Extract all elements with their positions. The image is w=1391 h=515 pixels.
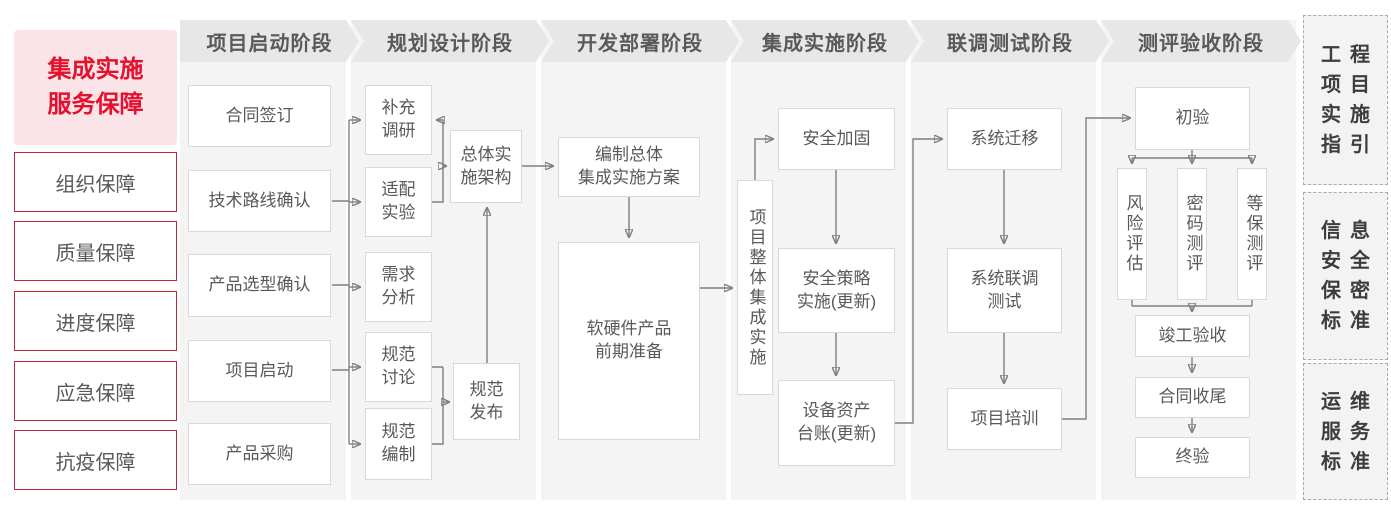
phase-header-testing: 联调测试阶段 (911, 20, 1109, 62)
standard-line: 保密 (1321, 280, 1379, 302)
standard-box-project-guide: 工程 项目 实施 指引 (1303, 15, 1388, 185)
standard-line: 服务 (1321, 420, 1379, 443)
sidebar-item-schedule: 进度保障 (14, 291, 177, 351)
flow-box-spec-release: 规范 发布 (453, 363, 520, 440)
standard-line: 安全 (1321, 250, 1379, 272)
sidebar-item-epidemic: 抗疫保障 (14, 430, 177, 490)
flow-box-spec-discussion: 规范 讨论 (365, 332, 432, 402)
flow-box-product-selection-confirm: 产品选型确认 (188, 254, 331, 317)
flow-box-final-acceptance: 终验 (1135, 437, 1250, 478)
flow-box-product-procurement: 产品采购 (188, 423, 331, 485)
flow-box-classified-protection-evaluation: 等保测评 (1237, 168, 1267, 300)
flow-box-supplementary-research: 补充 调研 (365, 85, 432, 155)
standard-line: 标准 (1321, 450, 1379, 473)
standard-line: 运维 (1321, 390, 1379, 413)
flow-box-system-joint-debugging: 系统联调 测试 (947, 248, 1062, 333)
flow-box-adaptation-test: 适配 实验 (365, 167, 432, 237)
phase-header-startup: 项目启动阶段 (180, 20, 359, 62)
phase-header-integration: 集成实施阶段 (731, 20, 919, 62)
flow-box-asset-ledger-update: 设备资产 台账(更新) (778, 380, 895, 466)
sidebar-item-emergency: 应急保障 (14, 361, 177, 421)
flow-box-crypto-evaluation: 密码测评 (1177, 168, 1207, 300)
flow-box-risk-assessment: 风险评估 (1117, 168, 1147, 300)
standard-box-security-confidentiality: 信息 安全 保密 标准 (1303, 192, 1388, 360)
standard-line: 标准 (1321, 310, 1379, 332)
flow-box-security-hardening: 安全加固 (778, 108, 895, 170)
flow-box-project-kickoff: 项目启动 (188, 340, 331, 402)
flow-box-overall-implementation-architecture: 总体实 施架构 (450, 130, 522, 203)
diagram-title-badge: 集成实施 服务保障 (14, 30, 177, 145)
sidebar-item-organization: 组织保障 (14, 152, 177, 212)
flow-box-overall-integration-plan: 编制总体 集成实施方案 (558, 137, 700, 197)
flow-box-project-overall-integration: 项目整体集成实施 (737, 180, 773, 395)
standard-line: 项目 (1321, 74, 1379, 96)
standard-line: 指引 (1321, 134, 1379, 156)
flow-box-tech-route-confirm: 技术路线确认 (188, 170, 331, 232)
standard-line: 工程 (1321, 44, 1379, 66)
flow-box-spec-drafting: 规范 编制 (365, 408, 432, 480)
flow-box-system-migration: 系统迁移 (947, 108, 1062, 170)
phase-header-development: 开发部署阶段 (541, 20, 739, 62)
flow-box-preliminary-acceptance: 初验 (1135, 87, 1250, 150)
flow-box-hw-sw-preparation: 软硬件产品 前期准备 (558, 242, 700, 440)
phase-header-planning: 规划设计阶段 (351, 20, 549, 62)
standard-line: 实施 (1321, 104, 1379, 126)
standard-line: 信息 (1321, 220, 1379, 242)
standard-box-om-service: 运维 服务 标准 (1303, 363, 1388, 500)
flow-box-project-training: 项目培训 (947, 388, 1062, 450)
sidebar-item-quality: 质量保障 (14, 221, 177, 281)
phase-header-acceptance: 测评验收阶段 (1101, 20, 1301, 62)
flow-box-contract-signing: 合同签订 (188, 85, 331, 147)
flow-box-requirement-analysis: 需求 分析 (365, 252, 432, 322)
flow-box-contract-closure: 合同收尾 (1135, 377, 1250, 418)
flow-box-completion-acceptance: 竣工验收 (1135, 315, 1250, 357)
flow-box-security-policy-implementation: 安全策略 实施(更新) (778, 248, 895, 333)
